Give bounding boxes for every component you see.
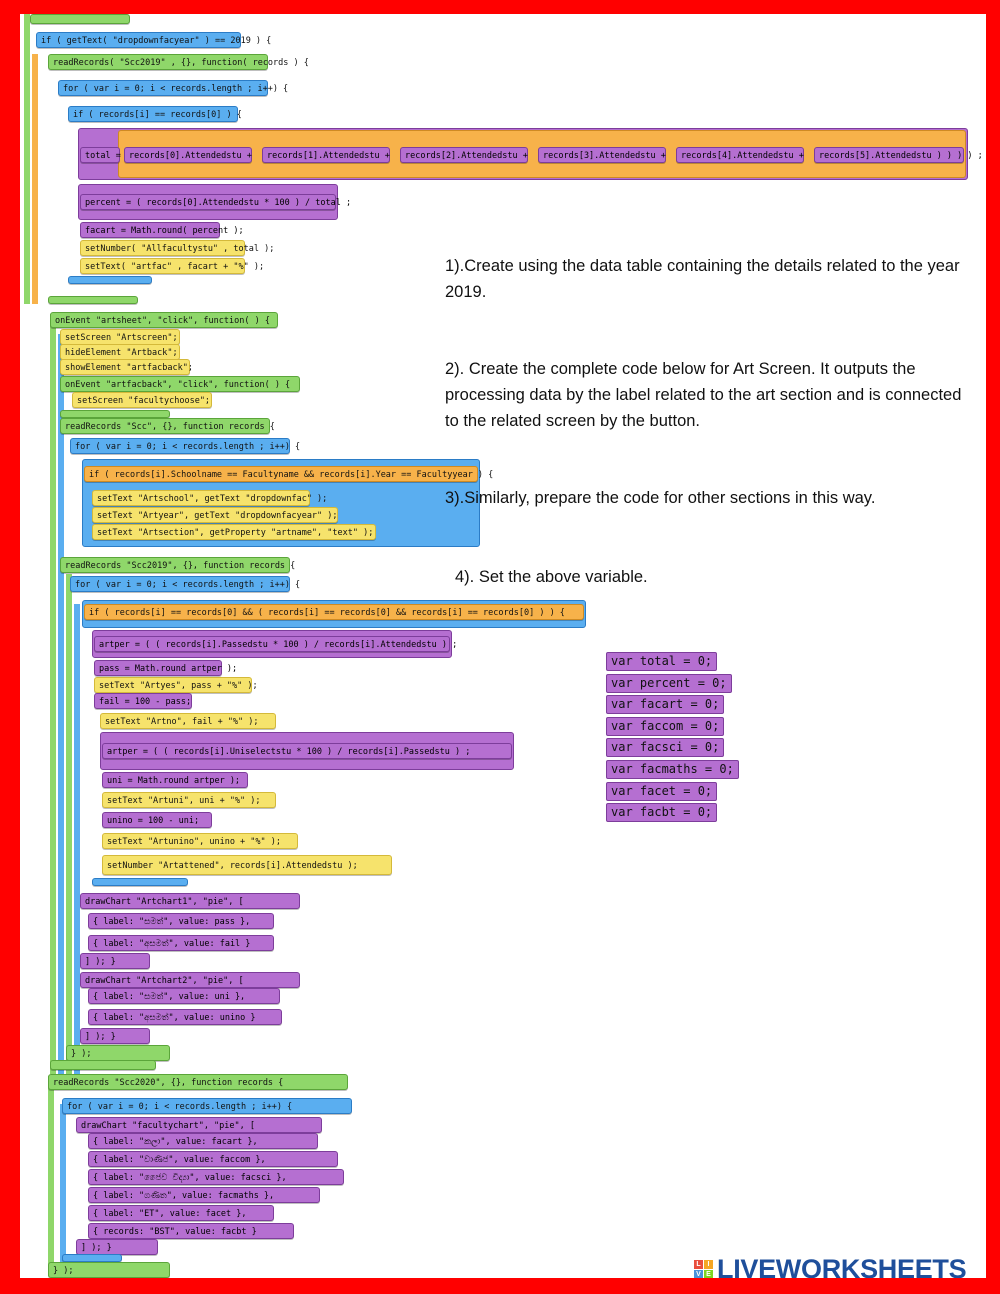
code-line-33[interactable]: unino = 100 - uni; [102,812,212,828]
code-line-35[interactable]: setNumber "Artattened", records[i].Atten… [102,855,392,875]
code-line-49[interactable]: { label: "ET", value: facet }, [88,1205,274,1221]
block-end-5 [50,1060,156,1070]
logo-mark-l: L [694,1260,703,1269]
code-line-27[interactable]: setText "Artyes", pass + "%" ); [94,677,258,693]
gutter-green-4 [48,1076,54,1276]
var-facsci[interactable]: var facsci = 0; [606,738,725,758]
var-facart[interactable]: var facart = 0; [606,695,725,715]
block-end-3 [60,410,170,418]
instruction-4: 4). Set the above variable. [455,568,648,586]
code-total-term-3: records[3].Attendedstu + [538,147,666,163]
gutter-green-2 [50,314,56,1074]
code-line-11[interactable]: setScreen "Artscreen"; [60,329,180,345]
gutter-green [24,14,30,304]
var-faccom[interactable]: var faccom = 0; [606,716,725,736]
logo-mark-e: E [704,1270,713,1279]
code-line-13[interactable]: showElement "artfacback"; [60,359,193,375]
code-line-30: artper = ( ( records[i].Uniselectstu * 1… [102,743,512,759]
var-facbt[interactable]: var facbt = 0; [606,803,718,823]
code-line-12[interactable]: hideElement "Artback"; [60,344,180,360]
code-line-10[interactable]: onEvent "artsheet", "click", function( )… [50,312,278,328]
code-line-41[interactable]: { label: "අසමත්", value: unino } [88,1009,282,1025]
code-line-40[interactable]: { label: "සමත්", value: uni }, [88,988,280,1004]
code-line-44[interactable]: drawChart "facultychart", "pie", [ [76,1117,322,1133]
code-line-36[interactable]: drawChart "Artchart1", "pie", [ [80,893,300,909]
code-line-47[interactable]: { label: "ජෛව විද්‍යා", value: facsci }, [88,1169,344,1185]
code-line-26[interactable]: pass = Math.round artper ); [94,660,237,676]
code-line-25: artper = ( ( records[i].Passedstu * 100 … [94,636,457,652]
code-line-9[interactable]: setText( "artfac" , facart + "%" ); [80,258,264,274]
code-line-31[interactable]: uni = Math.round artper ); [102,772,248,788]
code-line-29[interactable]: setText "Artno", fail + "%" ); [100,713,276,729]
code-total-term-2: records[2].Attendedstu + [400,147,528,163]
code-line-7[interactable]: facart = Math.round( percent ); [80,222,244,238]
code-line-6: percent = ( records[0].Attendedstu * 100… [80,194,351,210]
code-total-term-4: records[4].Attendedstu + [676,147,804,163]
gutter-blue [58,334,64,1074]
code-line-37[interactable]: { label: "සමත්", value: pass }, [88,913,274,929]
code-line-3[interactable]: for ( var i = 0; i < records.length ; i+… [58,80,288,96]
code-line-14[interactable]: onEvent "artfacback", "click", function(… [60,376,300,392]
code-line-38[interactable]: { label: "අසමත්", value: fail } [88,935,274,951]
code-line-39[interactable]: drawChart "Artchart2", "pie", [ [80,972,300,988]
block-end-6 [62,1254,122,1262]
variable-blocks: var total = 0; var percent = 0; var faca… [606,652,739,825]
code-total-term-0: records[0].Attendedstu + [124,147,252,163]
code-line-42[interactable]: readRecords "Scc2020", {}, function reco… [48,1074,348,1090]
code-line-46[interactable]: { label: "වාණිජ", value: faccom }, [88,1151,338,1167]
code-close-e: } ); [48,1262,170,1278]
logo-mark-i: I [704,1260,713,1269]
instruction-3: 3).Similarly, prepare the code for other… [445,489,876,507]
code-line-21[interactable]: setText "Artsection", getProperty "artna… [92,524,376,540]
gutter-green-3 [66,574,72,1074]
block-end-2 [48,296,138,304]
code-line-22[interactable]: readRecords "Scc2019", {}, function reco… [60,557,295,573]
code-line-16[interactable]: readRecords "Scc", {}, function records … [60,418,275,434]
logo-mark-v: V [694,1270,703,1279]
code-line-2[interactable]: readRecords( "Scc2019" , {}, function( r… [48,54,309,70]
block-end [68,276,152,284]
gutter-blue-2 [74,604,80,1074]
code-total-term-5: records[5].Attendedstu ) ) ) ) ; [814,147,983,163]
code-close-b: ] ); } [80,1028,150,1044]
code-close-a: ] ); } [80,953,150,969]
code-line-23[interactable]: for ( var i = 0; i < records.length ; i+… [70,576,300,592]
code-line-20[interactable]: setText "Artyear", getText "dropdownfacy… [92,507,338,523]
code-line-4[interactable]: if ( records[i] == records[0] ) { [68,106,242,122]
code-line-8[interactable]: setNumber( "Allfacultystu" , total ); [80,240,274,256]
code-line-24: if ( records[i] == records[0] && ( recor… [84,604,584,620]
instruction-2: 2). Create the complete code below for A… [445,360,962,430]
code-blocks-area: if ( getText( "dropdownfacyear" ) == 201… [20,14,986,1278]
code-line-18: if ( records[i].Schoolname == Facultynam… [84,466,493,482]
code-close-c: } ); [66,1045,170,1061]
logo-mark-icon: L I V E [694,1260,713,1279]
code-line-34[interactable]: setText "Artunino", unino + "%" ); [102,833,298,849]
code-line-48[interactable]: { label: "ගණිත", value: facmaths }, [88,1187,320,1203]
code-line-32[interactable]: setText "Artuni", uni + "%" ); [102,792,276,808]
gutter-blue-3 [60,1104,66,1274]
liveworksheets-logo: L I V E LIVEWORKSHEETS [694,1254,967,1285]
code-line-19[interactable]: setText "Artschool", getText "dropdownfa… [92,490,327,506]
code-line-28[interactable]: fail = 100 - pass; [94,693,192,709]
code-line-17[interactable]: for ( var i = 0; i < records.length ; i+… [70,438,300,454]
var-percent[interactable]: var percent = 0; [606,673,732,693]
block-stub [30,14,130,24]
code-line-1[interactable]: if ( getText( "dropdownfacyear" ) == 201… [36,32,271,48]
code-total-term-1: records[1].Attendedstu + [262,147,390,163]
var-total[interactable]: var total = 0; [606,652,718,671]
gutter-orange [32,54,38,304]
code-line-15[interactable]: setScreen "facultychoose"; [72,392,212,408]
instruction-1: 1).Create using the data table containin… [445,257,960,301]
code-line-43[interactable]: for ( var i = 0; i < records.length ; i+… [62,1098,352,1114]
logo-text: LIVEWORKSHEETS [717,1254,967,1284]
code-line-50[interactable]: { records: "BST", value: facbt } [88,1223,294,1239]
code-total-label: total = [80,147,121,163]
block-end-4 [92,878,188,886]
code-line-45[interactable]: { label: "කලා", value: facart }, [88,1133,318,1149]
code-close-d: ] ); } [76,1239,158,1255]
var-facmaths[interactable]: var facmaths = 0; [606,759,739,779]
var-facet[interactable]: var facet = 0; [606,781,718,801]
